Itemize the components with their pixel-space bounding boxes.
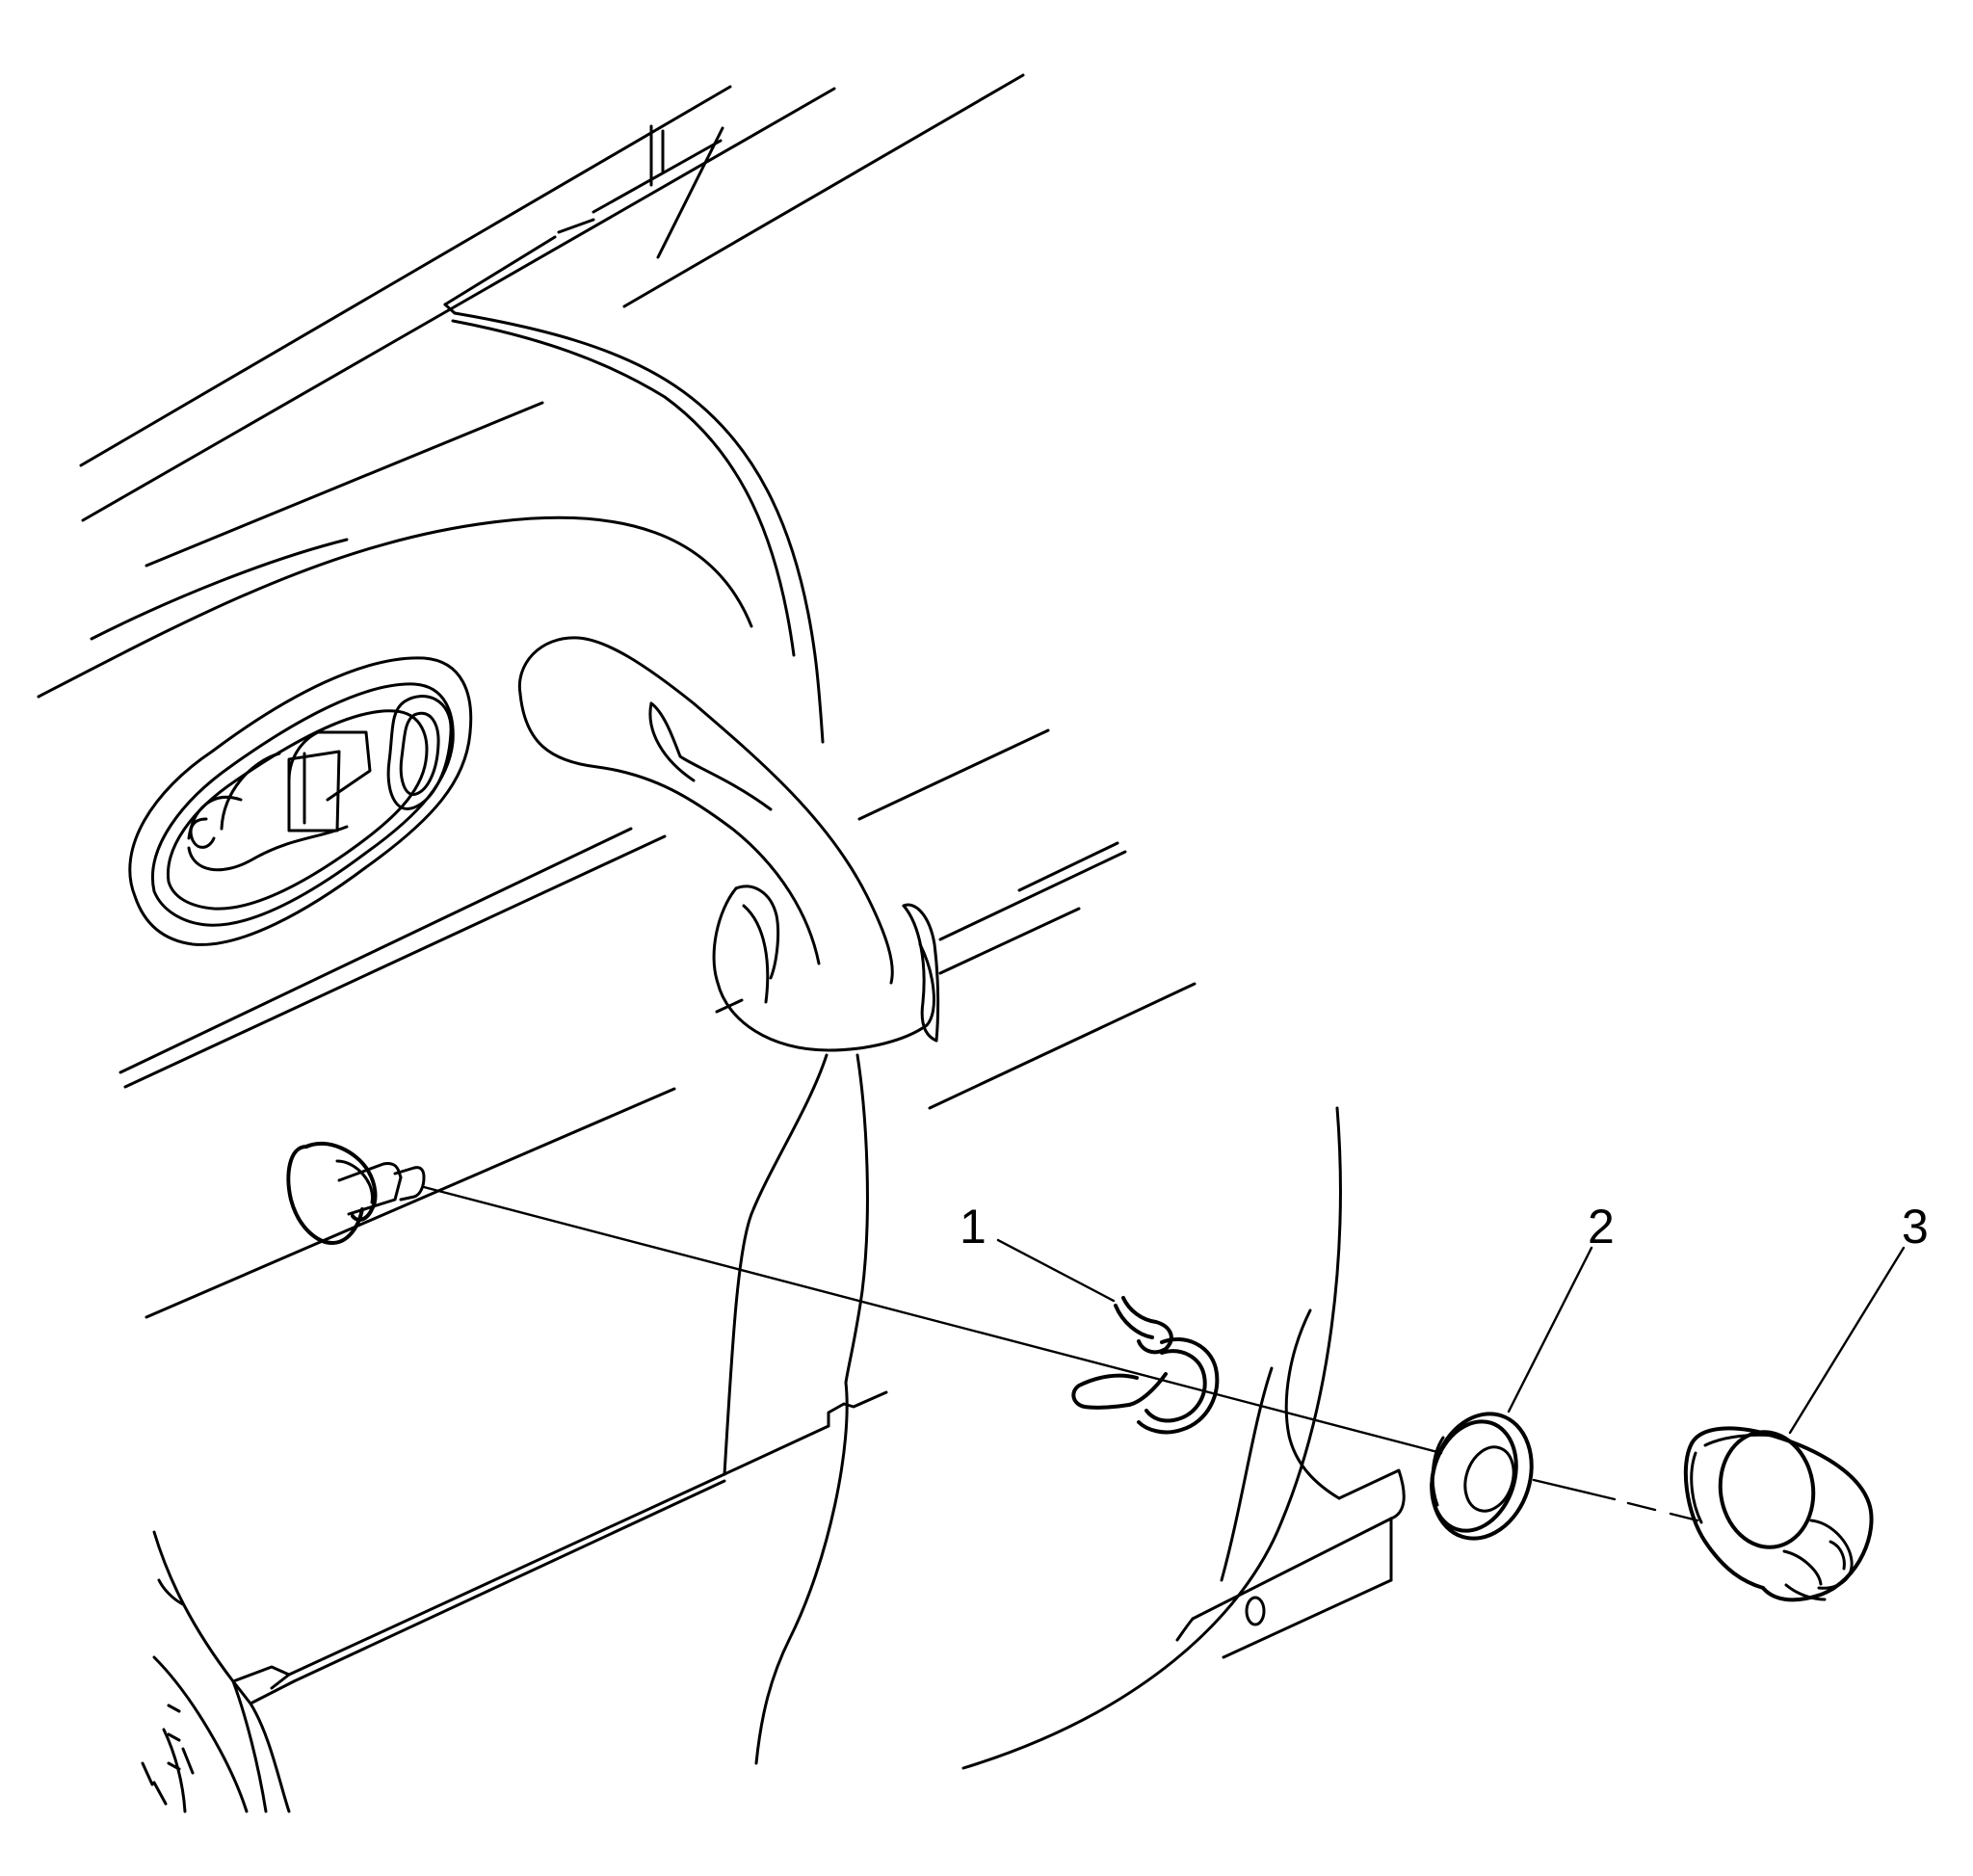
door-lock-knob (1683, 1426, 1874, 1602)
washer-bezel (1430, 1412, 1534, 1541)
upper-door-lines (79, 73, 1025, 568)
door-lower-trim (152, 1381, 888, 1813)
door-pin-fastener (286, 1141, 426, 1245)
door-panel (37, 311, 1197, 1319)
callout-1-label: 1 (960, 1200, 986, 1254)
assembly-axis-line (422, 1185, 1699, 1522)
callout-2-label: 2 (1588, 1200, 1615, 1254)
callout-3-label: 3 (1902, 1200, 1929, 1254)
speaker-grille (141, 1655, 249, 1813)
door-frame-curve (961, 1106, 1406, 1770)
door-handle-bezel (128, 656, 473, 946)
door-pull-handle (517, 636, 940, 1476)
callout-leaders (996, 1238, 1906, 1435)
retaining-clip (1071, 1296, 1220, 1435)
